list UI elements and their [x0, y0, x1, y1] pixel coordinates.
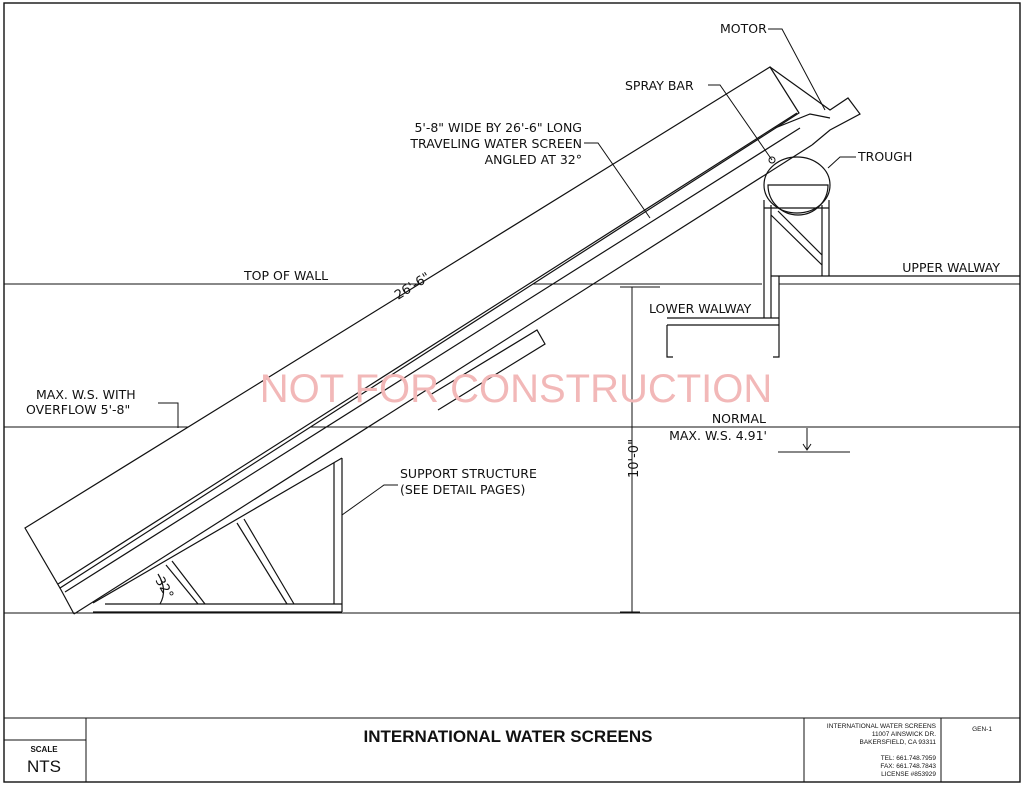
address-city: BAKERSFIELD, CA 93311: [860, 739, 937, 746]
normal-max-ws-label: MAX. W.S. 4.91': [669, 428, 767, 443]
company-title: INTERNATIONAL WATER SCREENS: [363, 727, 652, 746]
sheet-border: [3, 2, 1021, 783]
height-dimension: 10'-0": [627, 439, 642, 478]
title-block: [4, 718, 942, 782]
screen-label-line3: ANGLED AT 32°: [485, 152, 582, 167]
screen-leader: [584, 142, 651, 219]
lower-walway-platform: [666, 276, 780, 358]
max-ws-leader: [158, 402, 179, 428]
motor-label: MOTOR: [720, 21, 767, 36]
angle-dimension: 32°: [152, 575, 177, 602]
watermark: NOT FOR CONSTRUCTION: [260, 367, 773, 411]
max-ws-label-line1: MAX. W.S. WITH: [36, 387, 136, 402]
scale-value: NTS: [27, 757, 61, 776]
normal-label: NORMAL: [712, 411, 766, 426]
trough: [763, 156, 831, 216]
license: LICENSE #853929: [881, 771, 936, 778]
traveling-water-screen: [24, 66, 861, 615]
scale-label: SCALE: [30, 745, 58, 754]
support-label-line1: SUPPORT STRUCTURE: [400, 466, 537, 481]
screen-label-line2: TRAVELING WATER SCREEN: [409, 136, 582, 151]
screen-label-line1: 5'-8" WIDE BY 26'-6" LONG: [414, 120, 582, 135]
top-of-wall-label: TOP OF WALL: [243, 268, 328, 283]
trough-label: TROUGH: [857, 149, 912, 164]
spray-bar-label: SPRAY BAR: [625, 78, 694, 93]
leader-lines: [158, 28, 856, 613]
address-street: 11007 AINSWICK DR.: [872, 731, 936, 738]
trough-leader: [827, 156, 856, 169]
tel: TEL: 661.748.7959: [881, 755, 937, 762]
address-name: INTERNATIONAL WATER SCREENS: [827, 723, 937, 730]
max-ws-label-line2: OVERFLOW 5'-8": [26, 402, 130, 417]
support-structure: [92, 457, 343, 613]
motor-leader: [768, 28, 826, 111]
support-leader: [341, 484, 398, 516]
spray-bar-leader: [708, 84, 773, 161]
trough-stand: [763, 200, 1020, 318]
sheet-number: GEN-1: [972, 726, 992, 733]
upper-walway-label: UPPER WALWAY: [902, 260, 1000, 275]
fax: FAX: 661.748.7843: [880, 763, 936, 770]
support-label-line2: (SEE DETAIL PAGES): [400, 482, 525, 497]
lower-walway-label: LOWER WALWAY: [649, 301, 752, 316]
